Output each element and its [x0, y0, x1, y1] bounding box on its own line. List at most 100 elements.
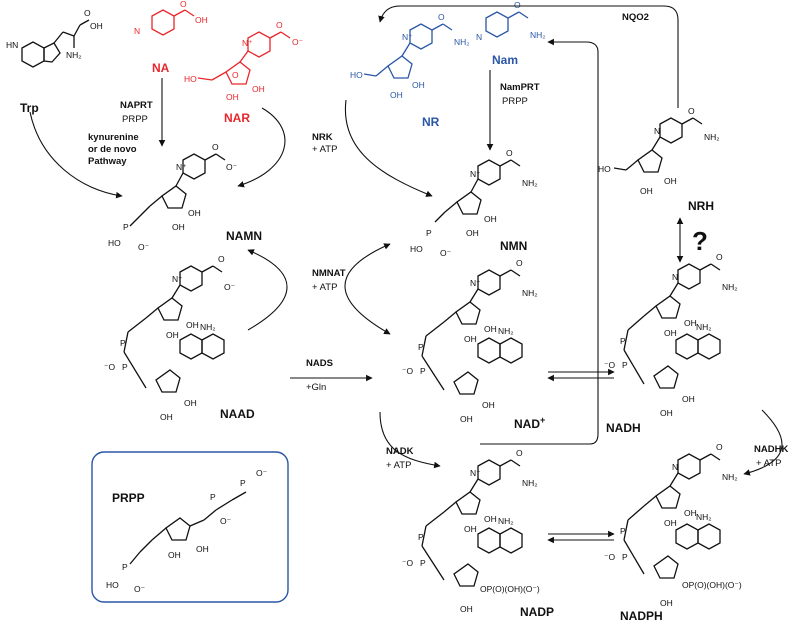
prpp-box — [91, 451, 289, 603]
nmnat-label: NMNAT — [312, 268, 346, 279]
nadp-adenine-nh2-label: NH₂ — [498, 516, 514, 526]
nampt-cofactor-label: PRPP — [502, 96, 528, 107]
namn-o-minus-label: O⁻ — [226, 162, 238, 172]
nadp-structure: N⁺ O NH₂ OH OH P ⁻O P NH₂ OP(O)(OH)(O⁻) … — [402, 448, 540, 614]
nrk-label: NRK — [312, 132, 333, 143]
nrh-oh1-label: OH — [664, 176, 677, 186]
na-structure: N O OH — [134, 0, 208, 36]
nr-o-label: O — [438, 12, 445, 22]
nad-oh2-label: OH — [464, 334, 477, 344]
nad-adenine-nh2-label: NH₂ — [498, 326, 514, 336]
nmn-oh1-label: OH — [484, 214, 497, 224]
nadp-nh2-label: NH₂ — [522, 478, 538, 488]
trp-oh-label: OH — [90, 21, 103, 31]
namn-n-label: N⁺ — [176, 162, 187, 172]
namn-oh1-label: OH — [188, 208, 201, 218]
nam-nh2-label: NH₂ — [530, 30, 546, 40]
nar-label: NAR — [224, 111, 250, 125]
trp-o-label: O — [84, 8, 91, 18]
nrh-oh2-label: OH — [640, 186, 653, 196]
nadph-oh1-label: OH — [684, 508, 697, 518]
nr-structure: N⁺ O NH₂ HO OH OH — [350, 12, 470, 100]
naad-oh3-label: OH — [184, 398, 197, 408]
nadh-oh4-label: OH — [660, 408, 673, 418]
prpp-o-minus1-label: O⁻ — [256, 468, 268, 478]
nr-label: NR — [422, 115, 440, 129]
nam-n-label: N — [476, 32, 482, 42]
nadph-n-label: N — [672, 462, 678, 472]
nr-oh1-label: OH — [412, 80, 425, 90]
na-label: NA — [152, 61, 170, 75]
naprt-label: NAPRT — [120, 100, 153, 111]
naad-minus-o-label: ⁻O — [104, 362, 115, 372]
nrh-to-nr-arrow — [378, 5, 679, 108]
nrh-structure: N O NH₂ HO OH OH — [598, 106, 720, 196]
nar-o-ring-label: O — [232, 70, 239, 80]
prpp-o-minus3-label: O⁻ — [134, 584, 146, 594]
nam-label: Nam — [492, 53, 518, 67]
na-o-label: O — [180, 0, 187, 9]
nmn-ho-label: HO — [410, 244, 423, 254]
namn-oh2-label: OH — [172, 222, 185, 232]
nrh-n-label: N — [654, 126, 660, 136]
nad-oh3-label: OH — [482, 400, 495, 410]
nmn-oh2-label: OH — [466, 228, 479, 238]
nadhk-label: NADHK — [754, 444, 788, 455]
kynurenine-line3: Pathway — [88, 156, 127, 167]
nampt-label: NamPRT — [500, 82, 540, 93]
nar-oh1-label: OH — [252, 84, 265, 94]
nad-nh2-label: NH₂ — [522, 288, 538, 298]
nar-structure: N⁺ O O⁻ HO OH OH O — [184, 20, 304, 102]
nadph-nh2-label: NH₂ — [722, 472, 738, 482]
nr-n-label: N⁺ — [402, 32, 413, 42]
namn-o-minus2-label: O⁻ — [138, 242, 150, 252]
trp-to-namn-arrow — [29, 111, 123, 199]
naad-oh1-label: OH — [186, 320, 199, 330]
namn-o-label: O — [212, 142, 219, 152]
naad-structure: N⁺ O O⁻ OH OH P ⁻O P NH₂ OH OH — [104, 254, 236, 422]
nadhk-cofactor-label: + ATP — [756, 458, 781, 469]
nar-to-namn-arrow — [237, 107, 286, 188]
nads-cofactor-label: +Gln — [306, 382, 326, 393]
nadph-structure: N O NH₂ OH OH P ⁻O P NH₂ OP(O)(OH)(O⁻) O… — [604, 442, 742, 608]
nar-oh2-label: OH — [226, 92, 239, 102]
nar-o-label: O — [276, 20, 283, 30]
naad-oh2-label: OH — [166, 330, 179, 340]
nmn-structure: N⁺ O NH₂ OH OH P HO O⁻ — [410, 148, 538, 258]
naad-p1-label: P — [120, 338, 126, 348]
nmnat-cofactor-label: + ATP — [312, 282, 337, 293]
nadp-p2-label: P — [420, 558, 426, 568]
nadh-minus-o-label: ⁻O — [604, 360, 615, 370]
nad-to-nam-arrow — [480, 38, 599, 445]
nadph-adenine-nh2-label: NH₂ — [696, 512, 712, 522]
nadp-oh3-label: OH — [460, 604, 473, 614]
namn-structure: N⁺ O O⁻ OH OH P HO O⁻ — [108, 142, 238, 252]
namn-label: NAMN — [226, 229, 262, 243]
naad-n-label: N⁺ — [172, 274, 183, 284]
prpp-p1-label: P — [210, 492, 216, 502]
nadph-o-label: O — [716, 442, 723, 452]
prpp-p2-label: P — [240, 478, 246, 488]
prpp-label: PRPP — [112, 491, 145, 505]
prpp-ho-label: HO — [106, 580, 119, 590]
naad-o-label: O — [218, 254, 225, 264]
nad-minus-o-label: ⁻O — [402, 366, 413, 376]
unknown-conversion-mark: ? — [692, 226, 708, 256]
nadp-op-label: OP(O)(OH)(O⁻) — [480, 584, 540, 594]
kynurenine-line2: or de novo — [88, 144, 137, 155]
nadh-oh1-label: OH — [684, 318, 697, 328]
namn-p-label: P — [123, 222, 129, 232]
nrh-ho-label: HO — [598, 164, 611, 174]
trp-label: Trp — [20, 101, 39, 115]
prpp-oh1-label: OH — [196, 544, 209, 554]
trp-structure: HN NH₂ O OH — [6, 8, 103, 68]
nadh-oh2-label: OH — [664, 328, 677, 338]
nqo2-label: NQO2 — [622, 12, 649, 23]
nadp-minus-o-label: ⁻O — [402, 558, 413, 568]
nadh-nh2-label: NH₂ — [722, 282, 738, 292]
nar-n-label: N⁺ — [242, 38, 253, 48]
nadk-arrow — [379, 411, 441, 469]
nmnat-right-arrow — [344, 243, 391, 335]
trp-hn-label: HN — [6, 40, 18, 50]
